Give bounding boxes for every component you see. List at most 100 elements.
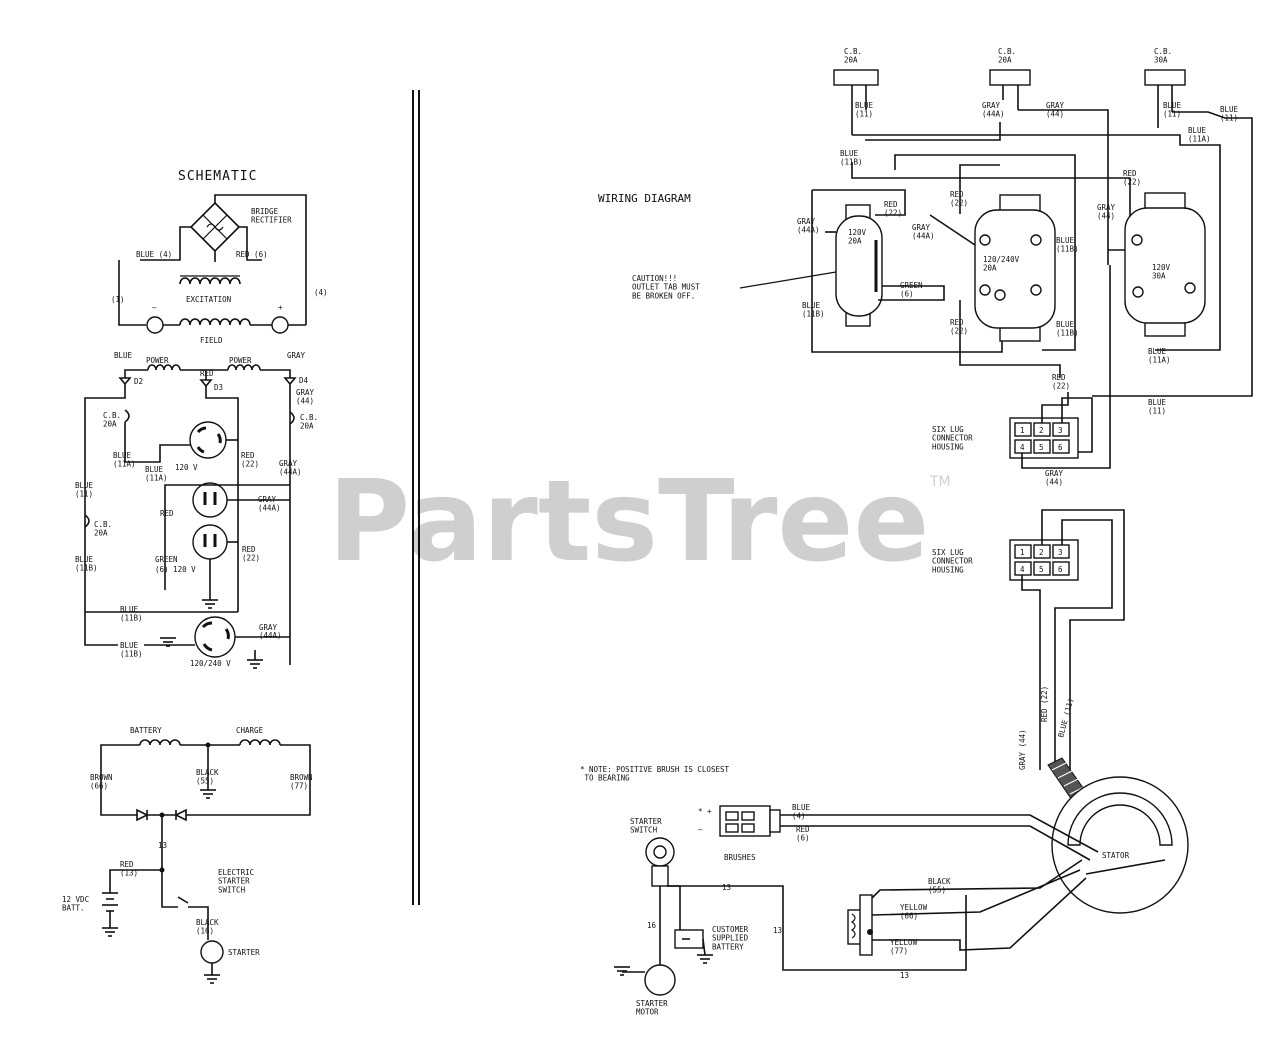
red-22-a-wd: RED(22)	[1123, 169, 1141, 187]
green-6-label: GREEN(6)	[900, 281, 923, 299]
cb-mid-label: C.B.20A	[94, 520, 112, 538]
cb3-label: C.B.30A	[1154, 47, 1172, 65]
blue-11a-b: BLUE(11A)	[145, 465, 168, 483]
ground-symbol-2	[160, 637, 176, 647]
six-lug-connector-1	[1009, 417, 1079, 459]
blue-11-d-wd: BLUE(11)	[1148, 398, 1167, 416]
cb-right-label: C.B.20A	[300, 413, 318, 431]
lug-2-1: 1	[1020, 548, 1025, 557]
red-label-small: RED	[160, 509, 174, 518]
duplex-outlet-top	[192, 482, 228, 518]
terminal-1-label: (1)	[111, 295, 125, 304]
charge-winding-block	[847, 894, 873, 956]
red-22-a: RED(22)	[241, 451, 259, 469]
ground-symbol-7	[697, 954, 713, 964]
wiring-title: WIRING DIAGRAM	[598, 192, 691, 205]
excitation-coil	[179, 275, 241, 285]
svg-text:(44A): (44A)	[259, 631, 282, 640]
brown-77: BROWN(77)	[290, 773, 313, 791]
field-label: FIELD	[200, 336, 223, 345]
thirteen-b: 13	[773, 926, 782, 935]
battery-label: BATTERY	[130, 726, 162, 735]
gray-44-vert: GRAY (44)	[1018, 729, 1027, 770]
gray-44a-a-wd: GRAY(44A)	[797, 217, 820, 235]
ground-symbol-1	[202, 599, 218, 609]
gray-44-c-wd: GRAY(44)	[1045, 469, 1064, 487]
schematic-title: SCHEMATIC	[178, 169, 257, 184]
ground-symbol-4	[200, 789, 216, 799]
red-22-c-wd: RED(22)	[950, 190, 968, 208]
watermark-tm: TM	[929, 474, 951, 490]
brush-right	[271, 316, 289, 334]
diode-right	[174, 808, 187, 822]
red-22-d-wd: RED(22)	[950, 318, 968, 336]
cb1-label: C.B.20A	[844, 47, 862, 65]
blue-11b-3: BLUE(11B)	[120, 641, 143, 659]
minus-mark: –	[698, 825, 703, 834]
red-6-wd: RED(6)	[796, 825, 810, 843]
blue-11b-2: BLUE(11B)	[120, 605, 143, 623]
power-2-label: POWER	[229, 356, 252, 365]
duplex-outlet-bottom	[192, 524, 228, 560]
sixteen-label: 16	[647, 921, 657, 930]
stator-label: STATOR	[1102, 851, 1130, 860]
black-55-wd: BLACK(55)	[928, 877, 951, 895]
outlet-120-240v-20a	[974, 194, 1056, 342]
power-1-label: POWER	[146, 356, 169, 365]
brush-left	[146, 316, 164, 334]
positive-brush-note: * NOTE: POSITIVE BRUSH IS CLOSEST TO BEA…	[580, 765, 729, 783]
blue-11a-a: BLUE(11A)	[113, 451, 136, 469]
blue-11a-bot: BLUE(11A)	[1148, 347, 1171, 365]
d4-label: D4	[299, 376, 309, 385]
red-22-vert: RED (22)	[1040, 686, 1049, 722]
power-coil-2	[227, 364, 261, 371]
blue-11-b: BLUE(11)	[1163, 101, 1182, 119]
charge-coil	[239, 739, 281, 746]
ground-symbol-8	[614, 966, 630, 976]
lug-1-5: 5	[1039, 443, 1044, 452]
star-mark: * +	[698, 807, 712, 816]
blue-11b: BLUE(11B)	[75, 555, 98, 573]
gray-44-label: GRAY(44)	[296, 388, 315, 406]
gray-44-top: GRAY(44)	[1046, 101, 1065, 119]
gray-44-b-wd: GRAY(44)	[1097, 203, 1116, 221]
red-22-b-wd: RED(22)	[884, 200, 902, 218]
blue-top-label: BLUE	[114, 351, 133, 360]
gray-44a-a: GRAY(44A)	[279, 459, 302, 477]
lug-1-4: 4	[1020, 443, 1025, 452]
lug-1-1: 1	[1020, 426, 1025, 435]
cb2-breaker	[989, 69, 1031, 86]
outlet-120v-30a	[1124, 192, 1206, 337]
ground-symbol-5	[102, 927, 118, 937]
starter-motor-symbol	[200, 940, 224, 964]
lug-2-5: 5	[1039, 565, 1044, 574]
lug-2-3: 3	[1058, 548, 1063, 557]
blue-11-a: BLUE(11)	[855, 101, 874, 119]
lug-1-2: 2	[1039, 426, 1044, 435]
ground-symbol-6	[204, 974, 220, 984]
stator-winding-slot	[1067, 792, 1173, 846]
yellow-77-wd: YELLOW(77)	[890, 938, 918, 956]
terminal-4-label: (4)	[314, 288, 328, 297]
starter-switch-contact	[177, 896, 189, 904]
diode-d3	[199, 379, 213, 388]
lug-2-2: 2	[1039, 548, 1044, 557]
v120-240-label: 120/240 V	[190, 659, 231, 668]
blue-11-c: BLUE(11)	[1220, 105, 1239, 123]
six-lug-connector-2	[1009, 539, 1079, 581]
blue-11a-top: BLUE(11A)	[1188, 126, 1211, 144]
battery-12v-symbol	[102, 892, 118, 912]
brush-assembly	[719, 805, 781, 837]
v120-b: (6) 120 V	[155, 565, 196, 574]
bridge-rectifier	[189, 201, 241, 253]
